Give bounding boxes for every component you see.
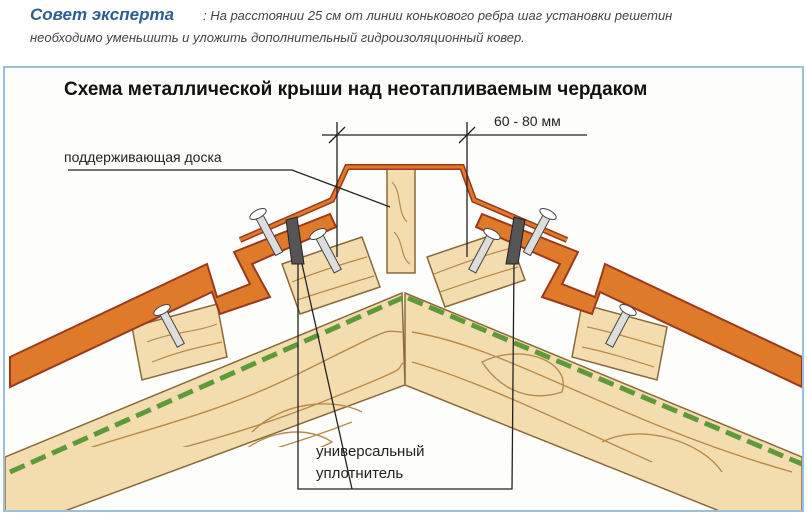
right-lower-batten — [571, 303, 668, 381]
left-upper-batten — [281, 236, 381, 315]
expert-tip: Совет эксперта : На расстоянии 25 см от … — [0, 0, 807, 62]
diagram-frame: Схема металлической крыши над неотаплива… — [3, 66, 804, 512]
dimension-label: 60 - 80 мм — [494, 113, 561, 129]
screw-left-1 — [153, 303, 185, 348]
left-sealant — [285, 216, 305, 265]
screw-left-2 — [249, 207, 284, 257]
right-metal-sheet — [474, 212, 802, 389]
dimension-line — [322, 122, 587, 257]
tip-heading: Совет эксперта — [30, 5, 175, 24]
right-rafter — [404, 291, 802, 510]
roof-ridge-diagram: Схема металлической крыши над неотаплива… — [5, 79, 802, 510]
ridge-cap — [238, 164, 569, 243]
left-metal-sheet — [9, 212, 338, 389]
leader-lines — [68, 169, 515, 490]
sealant-label-line1: универсальный — [316, 443, 425, 460]
support-board — [386, 167, 416, 274]
screw-left-3 — [309, 227, 342, 274]
tip-text-line1: : На расстоянии 25 см от линии коньковог… — [203, 8, 673, 23]
sealant-label-line2: уплотнитель — [316, 465, 403, 482]
screw-right-3 — [468, 227, 501, 274]
screw-right-2 — [522, 207, 557, 257]
screw-right-1 — [605, 303, 637, 348]
diagram-title: Схема металлической крыши над неотаплива… — [64, 79, 647, 100]
membrane-right — [407, 295, 802, 467]
support-board-label: поддерживающая доска — [64, 149, 222, 165]
right-sealant — [505, 216, 526, 265]
membrane-left — [8, 295, 404, 475]
tip-text-line2: необходимо уменьшить и уложить дополните… — [30, 30, 525, 45]
